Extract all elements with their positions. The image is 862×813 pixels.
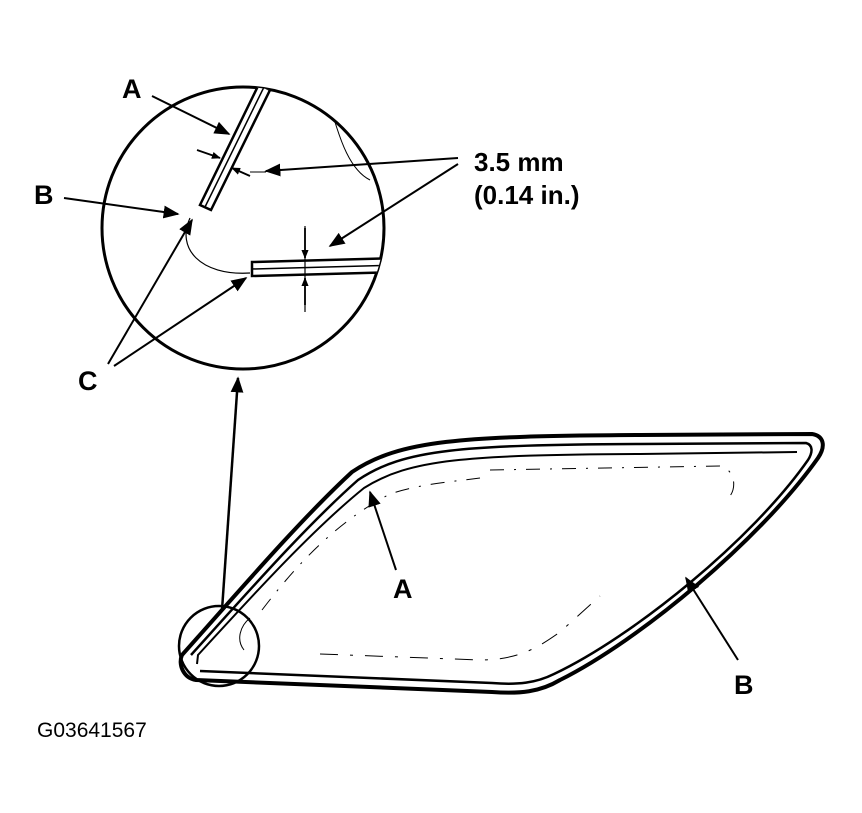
callout-c-leader-2: [113, 277, 248, 367]
detail-locator-curve: [239, 617, 251, 651]
detail-molding-diagonal-inner: [204, 87, 265, 208]
callout-a-lower-leader: [368, 490, 397, 571]
callout-b-lower-leader: [685, 576, 739, 661]
magnified-detail: [100, 85, 386, 371]
figure-id: G03641567: [37, 719, 147, 742]
detail-dim-arrow-right: [231, 167, 251, 177]
molding-outer-edge: [178, 431, 825, 695]
detail-leader-arrow: [220, 376, 244, 611]
callout-a-lower: A: [393, 574, 413, 604]
callout-b-top: B: [34, 180, 54, 210]
dimension-leader-upper: [264, 157, 459, 177]
callout-a-top: A: [122, 74, 142, 104]
callout-b-top-leader: [63, 197, 180, 219]
dimension-imperial: (0.14 in.): [474, 180, 579, 210]
dimension-metric: 3.5 mm: [474, 147, 564, 177]
detail-molding-horizontal-inner: [251, 264, 384, 270]
callout-b-lower: B: [734, 670, 754, 700]
quarter-glass: [177, 431, 825, 695]
molding-inner-edge: [190, 441, 813, 685]
detail-dim-arrow-left: [196, 149, 221, 159]
magnified-circle: [100, 85, 386, 371]
glass-reflection-upper: [261, 465, 735, 611]
callout-a-top-leader: [151, 95, 231, 135]
callout-c: C: [78, 366, 98, 396]
glass-inner-line: [196, 451, 798, 665]
dimension-leader-lower: [328, 163, 459, 247]
callout-c-leader-1: [107, 218, 193, 365]
detail-locator-circle: [177, 604, 261, 688]
glass-reflection-lower: [319, 595, 601, 661]
